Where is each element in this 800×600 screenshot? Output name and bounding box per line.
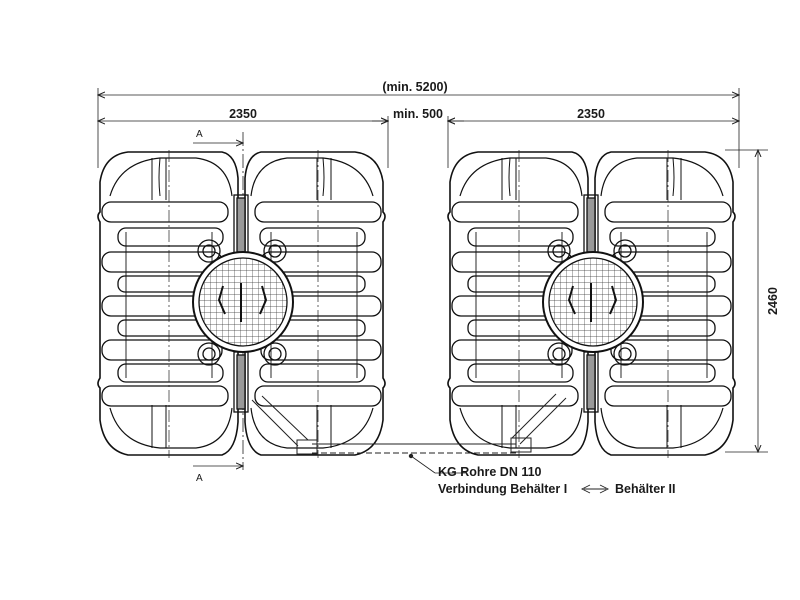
- double-arrow-icon: [580, 484, 610, 494]
- left-width-label: 2350: [229, 107, 257, 121]
- overall-dimension-label: (min. 5200): [382, 80, 447, 94]
- section-line-a: [193, 132, 243, 470]
- connection-label-right: Behälter II: [615, 482, 675, 496]
- manhole-cover: [192, 251, 294, 353]
- height-label: 2460: [766, 287, 780, 315]
- gap-label: min. 500: [393, 107, 443, 121]
- connection-label-left: Verbindung Behälter I: [438, 482, 567, 496]
- right-width-label: 2350: [577, 107, 605, 121]
- tank-group-1: [97, 150, 386, 458]
- pipe-annotation: KG Rohre DN 110: [438, 465, 542, 479]
- section-marker-bottom: A: [196, 473, 203, 484]
- connecting-pipe: [251, 393, 567, 455]
- dimension-lines: [98, 88, 768, 452]
- section-marker-top: A: [196, 129, 203, 140]
- annotation-leader: [408, 453, 465, 474]
